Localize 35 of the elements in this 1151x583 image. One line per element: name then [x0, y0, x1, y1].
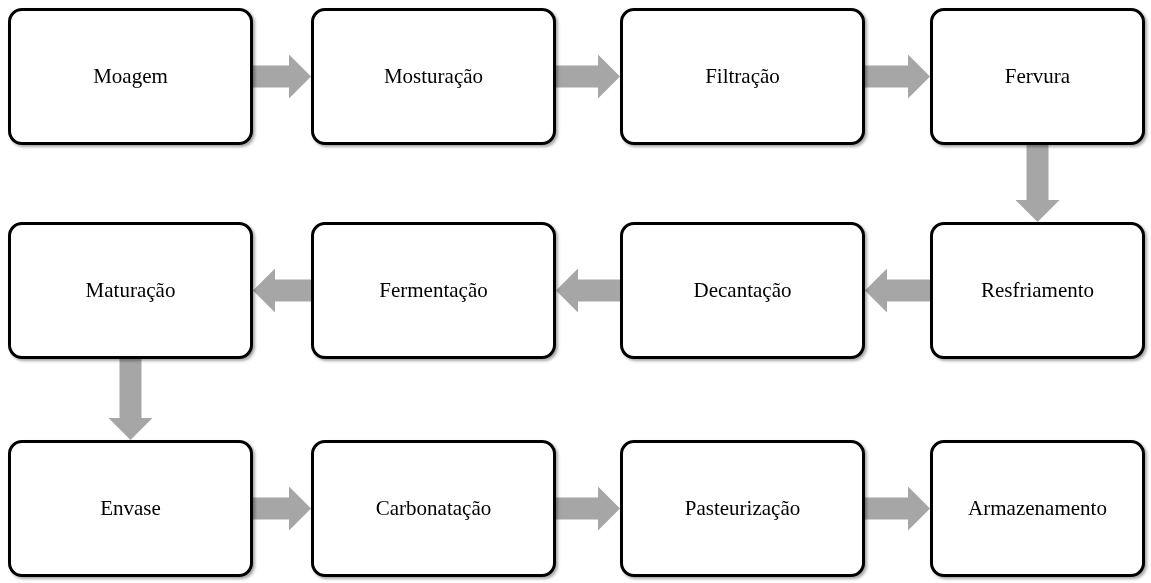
process-box [8, 440, 253, 577]
block-arrow [556, 268, 620, 313]
step-label: Pasteurização [684, 494, 801, 522]
step-label: Moagem [93, 62, 168, 90]
block-arrow [253, 54, 311, 99]
step-label: Armazenamento [968, 494, 1107, 522]
step-label: Envase [100, 494, 161, 522]
process-box [930, 8, 1145, 145]
process-box [8, 8, 253, 145]
process-box [311, 440, 556, 577]
process-box [930, 222, 1145, 359]
process-box [620, 8, 865, 145]
process-box [311, 8, 556, 145]
step-label: Carbonatação [375, 494, 492, 522]
block-arrow [253, 268, 311, 313]
process-box [8, 222, 253, 359]
step-label: Decantação [693, 276, 792, 304]
process-box [311, 222, 556, 359]
block-arrow [556, 54, 620, 99]
step-label: Resfriamento [980, 276, 1095, 304]
process-box [620, 440, 865, 577]
step-label: Fermentação [379, 276, 488, 304]
block-arrow [865, 486, 930, 531]
step-label: Fervura [1004, 62, 1071, 90]
block-arrow [1015, 145, 1060, 222]
block-arrow [253, 486, 311, 531]
block-arrow [108, 359, 153, 440]
step-label: Mosturação [383, 62, 484, 90]
process-box [620, 222, 865, 359]
step-label: Filtração [705, 62, 780, 90]
block-arrow [865, 268, 930, 313]
block-arrow [556, 486, 620, 531]
step-label: Maturação [85, 276, 176, 304]
block-arrow [865, 54, 930, 99]
process-box [930, 440, 1145, 577]
